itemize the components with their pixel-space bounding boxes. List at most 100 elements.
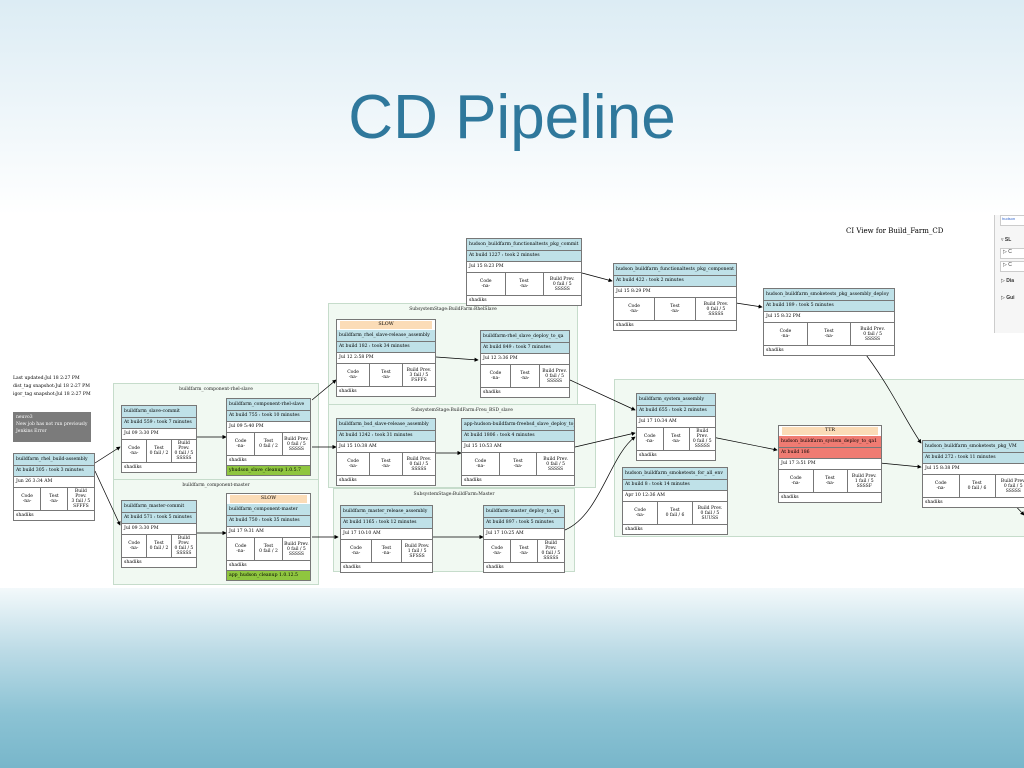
job-user: shadiks [923,497,1024,507]
job-name[interactable]: buildfarm_component-rhel-slave [227,399,310,411]
job-name[interactable]: hudson_buildfarm_functionaltests_pkg_com… [614,264,736,276]
job-test-cell: Test-na- [40,488,68,510]
job-date: Jul 12 3:36 PM [481,354,569,365]
status-bubble: SLOW [227,494,310,504]
job-code-cell: Code-na- [467,273,506,295]
job-functionaltests-pkg-component[interactable]: hudson_buildfarm_functionaltests_pkg_com… [613,263,737,331]
job-name[interactable]: hudson_buildfarm_smoketests_pkg_VM [923,441,1024,453]
job-test-cell: Test-na- [369,364,403,386]
job-build-info: At build 189 : took 5 minutes [764,301,894,312]
job-build-info: At build 1242 : took 31 minutes [337,431,435,442]
job-name[interactable]: buildfarm-rhel_slave_deploy_to_qa [481,331,569,343]
job-name[interactable]: buildfarm_master_release_assembly [341,506,432,518]
job-build-info: At build 849 : took 7 minutes [481,343,569,354]
job-name[interactable]: hudson_buildfarm_functionaltests_pkg_com… [467,239,581,251]
side-panel-item[interactable]: ▷ C [1000,248,1024,259]
job-code-cell: Code-na- [623,502,659,524]
edge [859,346,922,444]
job-user: shadiks [462,475,574,485]
side-panel-link[interactable]: hudson [1000,215,1024,226]
side-panel-item[interactable]: ▷ C [1000,261,1024,272]
job-name[interactable]: hudson_buildfarm_system_deploy_to_qa1 [779,436,881,448]
slide-header-background [0,0,1024,215]
job-name[interactable]: buildfarm_master-commit [122,501,196,513]
job-code-cell: Code-na- [462,453,500,475]
job-name[interactable]: app-hudson-buildfarm-freebsd_slave_deplo… [462,419,574,431]
job-user: shadiks [637,450,715,460]
job-cleanup-link[interactable]: yhudson_slave_cleanup 1.0.5.7 [227,465,310,475]
job-code-cell: Code-na- [227,538,256,560]
edge [711,436,778,452]
job-build-info: At build 422 : took 2 minutes [614,276,736,287]
job-date: Jul 17 10:10 AM [341,529,432,540]
job-name[interactable]: hudson_buildfarm_smoketests_pkg_assembly… [764,289,894,301]
job-name[interactable]: buildfarm_rhel_slave-release_assembly [337,330,435,342]
job-name[interactable]: hudson_buildfarm_smoketests_for_all_env [623,468,727,480]
last-updated: Last updated:Jul 18 2:27 PM [13,376,80,381]
job-user: shadiks [122,557,196,567]
job-cleanup-link[interactable]: app_hudson_cleanup 1.0.12.5 [227,570,310,580]
job-build-info: At build 750 : took 35 minutes [227,516,310,527]
job-build-info: At build 305 : took 3 minutes [14,466,94,477]
job-code-cell: Code-na- [484,540,512,562]
edge [311,379,337,401]
job-date: Jul 12 2:58 PM [337,353,435,364]
side-panel-section[interactable]: ▷ Gui [1001,295,1015,301]
job-user: shadiks [337,475,435,485]
job-build-info: At build 559 : took 7 minutes [122,418,196,429]
job-test-cell: Test-na- [505,273,544,295]
side-panel-section[interactable]: ▿ SL [1001,237,1012,243]
job-name[interactable]: buildfarm_rhel_build-assembly [14,454,94,466]
job-date: Jul 09 3:30 PM [122,524,196,535]
notice-line: neuvo3 [16,415,33,420]
job-freebsd-slave-deploy-to-qa[interactable]: app-hudson-buildfarm-freebsd_slave_deplo… [461,418,575,486]
job-code-cell: Code-na- [227,433,256,455]
status-bubble: SLOW [337,320,435,330]
job-name[interactable]: buildfarm_slave-commit [122,406,196,418]
job-build-info: At build 755 : took 10 minutes [227,411,310,422]
job-test-cell: Test-na- [813,470,848,492]
job-smoketests-pkg-assembly-deploy[interactable]: hudson_buildfarm_smoketests_pkg_assembly… [763,288,895,356]
status-bubble: TTR [779,426,881,436]
job-code-cell: Code-na- [637,428,664,450]
job-name[interactable]: buildfarm-master_deploy_to_qa [484,506,564,518]
job-name[interactable]: buildfarm_component-master [227,504,310,516]
job-user: shadiks [122,462,196,472]
job-name[interactable]: buildfarm_system_assembly [637,394,715,406]
job-test-cell: Test-na- [510,540,538,562]
job-code-cell: Code-na- [122,440,148,462]
job-user: shadiks [481,387,569,397]
job-code-cell: Code-na- [764,323,808,345]
side-panel-section[interactable]: ▷ Dia [1001,278,1015,284]
job-user: shadiks [227,455,310,465]
job-name[interactable]: buildfarm_bsd_slave-release_assembly [337,419,435,431]
job-functionaltests-pkg-commit[interactable]: hudson_buildfarm_functionaltests_pkg_com… [466,238,582,306]
